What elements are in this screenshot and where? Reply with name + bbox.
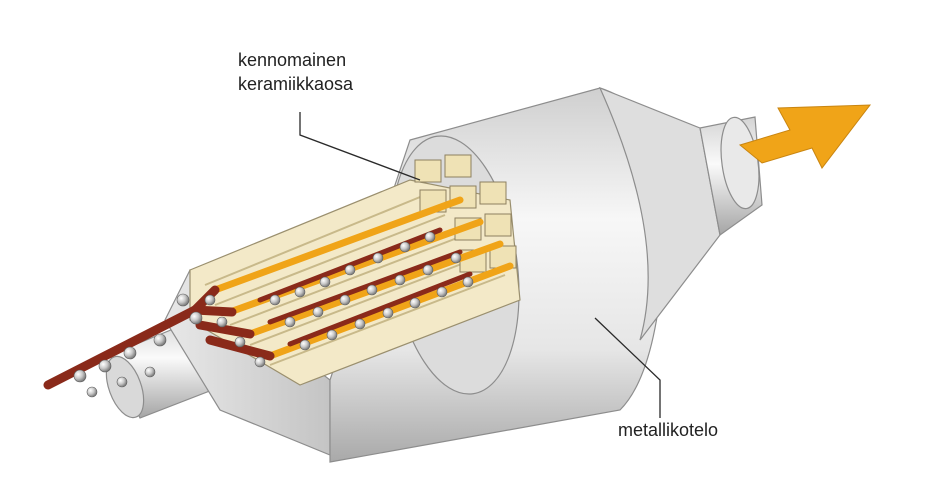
arrow-right-icon (740, 105, 870, 168)
ceramic-label-line2: keramiikkaosa (238, 72, 353, 96)
ceramic-core-label: kennomainen keramiikkaosa (238, 48, 353, 96)
ceramic-label-line1: kennomainen (238, 48, 353, 72)
metal-casing-label: metallikotelo (618, 418, 718, 442)
